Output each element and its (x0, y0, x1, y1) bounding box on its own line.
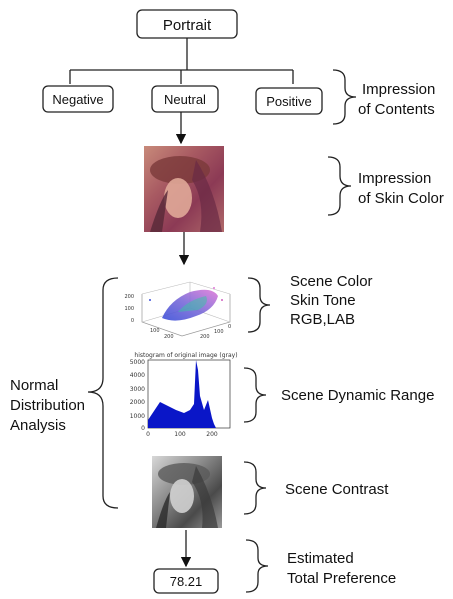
svg-text:0: 0 (131, 318, 134, 324)
brace-contrast (243, 461, 267, 515)
svg-text:0: 0 (146, 431, 150, 438)
svg-text:200: 200 (200, 334, 210, 340)
svg-text:200: 200 (206, 431, 218, 438)
svg-text:4000: 4000 (130, 372, 145, 379)
scene-contrast-text: Scene Contrast (285, 481, 389, 498)
impression-skin-text: Impression of Skin Color (358, 170, 444, 207)
score-label: 78.21 (170, 574, 203, 589)
neutral-node (151, 85, 219, 113)
positive-label: Positive (266, 94, 312, 109)
histogram-chart: histogram of original image (gray) 5000 … (130, 352, 238, 438)
svg-text:0: 0 (141, 425, 145, 432)
svg-text:200: 200 (164, 334, 174, 340)
score-node (153, 568, 219, 594)
normal-analysis-text: Normal Distribution Analysis (10, 377, 89, 434)
histogram-bars (148, 360, 216, 428)
svg-text:5000: 5000 (130, 359, 145, 366)
svg-text:100: 100 (124, 306, 134, 312)
svg-text:100: 100 (214, 329, 224, 335)
svg-text:2000: 2000 (130, 399, 145, 406)
svg-text:200: 200 (124, 294, 134, 300)
impression-contents-text: Impression of Contents (358, 81, 440, 118)
estimated-total-text: Estimated Total Preference (287, 550, 396, 587)
positive-node (255, 87, 323, 115)
svg-text:100: 100 (150, 328, 160, 334)
brace-analysis (87, 277, 119, 509)
svg-text:0: 0 (228, 324, 231, 330)
scatter-3d-plot: 200 100 0 100 200 200 100 0 (124, 281, 231, 340)
color-portrait-image (144, 146, 224, 232)
brace-total (245, 539, 269, 593)
svg-text:3000: 3000 (130, 386, 145, 393)
grayscale-portrait-image (152, 456, 222, 528)
histogram-title: histogram of original image (gray) (134, 352, 237, 359)
scene-color-text: Scene Color Skin Tone RGB,LAB (290, 273, 377, 328)
negative-node (42, 85, 114, 113)
svg-text:100: 100 (174, 431, 186, 438)
neutral-label: Neutral (164, 92, 206, 107)
brace-scene-color (247, 277, 271, 333)
portrait-label: Portrait (163, 17, 212, 34)
brace-contents (332, 69, 357, 125)
negative-label: Negative (52, 92, 103, 107)
brace-dynamic-range (243, 367, 267, 423)
svg-text:1000: 1000 (130, 413, 145, 420)
scene-dynamic-range-text: Scene Dynamic Range (281, 387, 434, 404)
brace-skin (327, 156, 352, 216)
